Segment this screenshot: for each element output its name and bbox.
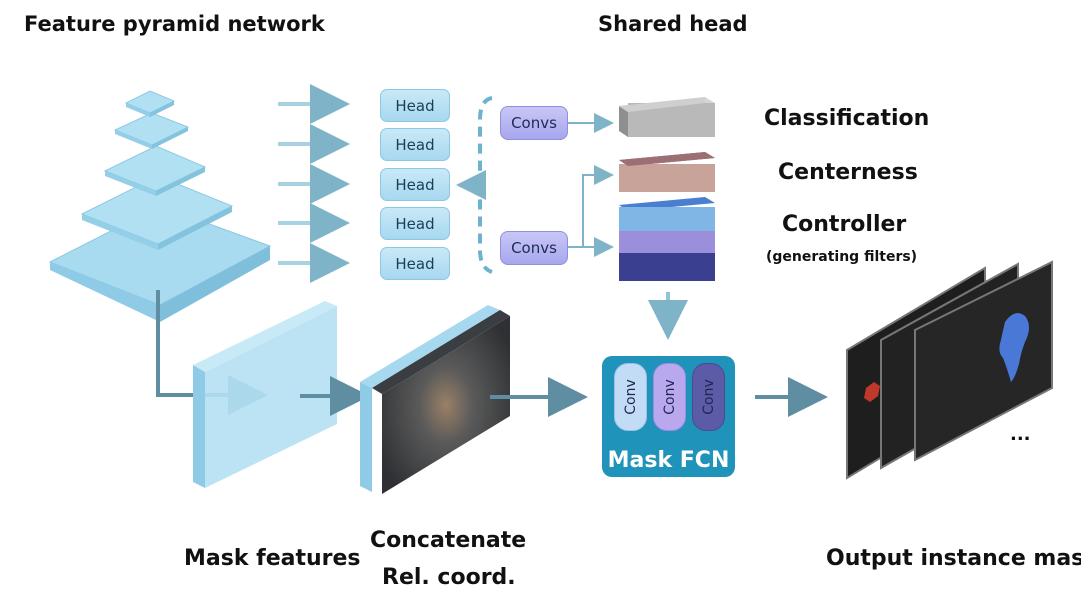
shared-bracket — [467, 96, 493, 274]
fpn-layer-3 — [103, 145, 207, 192]
classification-label: Classification — [764, 106, 930, 131]
head-box-5: Head — [380, 247, 450, 280]
mask-fcn-label: Mask FCN — [607, 448, 730, 473]
convs-arrows — [568, 113, 614, 257]
mask-features-label: Mask features — [184, 546, 361, 571]
convs-box-bottom: Convs — [500, 231, 568, 265]
shared-head-title: Shared head — [598, 12, 748, 36]
controller-label: Controller — [782, 212, 907, 237]
mask-fcn-conv-2: Conv — [653, 363, 686, 431]
fpn-title: Feature pyramid network — [24, 12, 325, 36]
output-mask-stack — [846, 260, 1053, 480]
head-box-3: Head — [380, 168, 450, 201]
fpn-pyramid — [48, 90, 272, 322]
rel-coord-label: Rel. coord. — [382, 565, 516, 590]
head-box-4: Head — [380, 207, 450, 240]
centerness-tensor — [619, 152, 715, 192]
mask-features-slab — [193, 301, 337, 488]
head-box-2: Head — [380, 128, 450, 161]
fpn-to-head-arrows — [278, 84, 350, 283]
concatenate-label: Concatenate — [370, 528, 527, 553]
output-mask-red-blob — [864, 382, 880, 402]
head-box-1: Head — [380, 89, 450, 122]
centerness-label: Centerness — [778, 160, 918, 185]
mask-fcn-conv-3: Conv — [692, 363, 725, 431]
classification-tensor — [619, 97, 715, 137]
fpn-layer-2 — [113, 112, 190, 146]
mask-fcn-block: Conv Conv Conv Mask FCN — [602, 356, 735, 477]
concat-slab — [360, 305, 510, 494]
convs-box-top: Convs — [500, 106, 568, 140]
output-ellipsis: ... — [1010, 424, 1031, 445]
controller-sublabel: (generating filters) — [766, 249, 918, 265]
controller-tensor — [619, 197, 715, 281]
output-mask-blue-blob — [999, 313, 1029, 382]
mask-fcn-conv-1: Conv — [614, 363, 647, 431]
output-masks-label: Output instance masks — [826, 546, 1081, 571]
